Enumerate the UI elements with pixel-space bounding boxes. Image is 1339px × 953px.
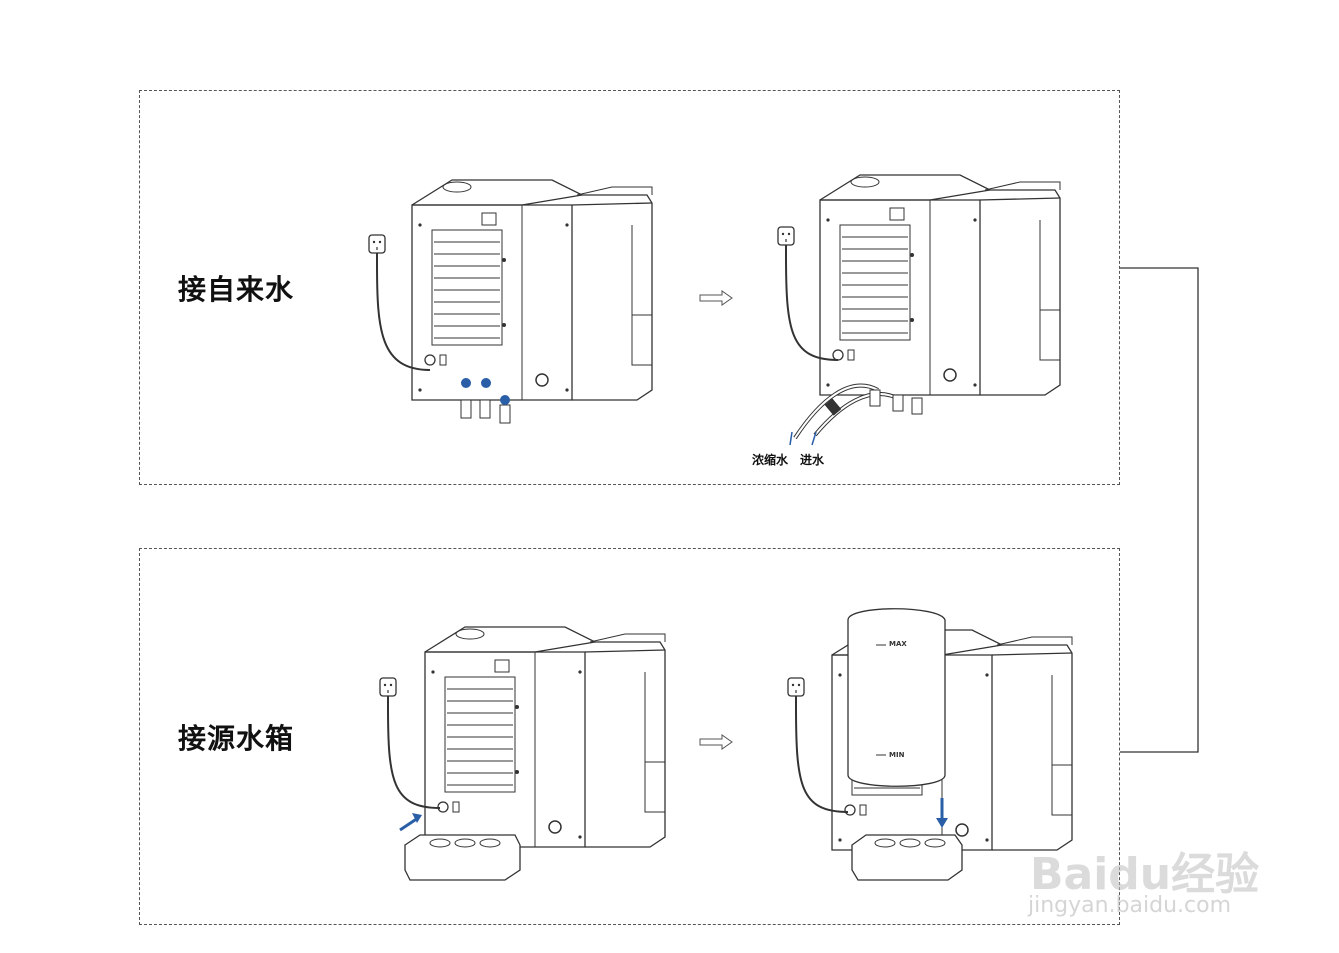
source-tank-panel: [139, 548, 1120, 925]
watermark-url: jingyan.baidu.com: [1028, 893, 1232, 918]
blue-arrow-icon: [789, 431, 793, 446]
machine-bottom-right: [787, 608, 1073, 881]
watermark-logo: Baidu经验: [1030, 849, 1260, 900]
power-plug-icon: [777, 226, 795, 256]
power-plug-icon: [787, 677, 805, 707]
machine-bottom-left: [379, 626, 666, 881]
connector-bracket: [1120, 267, 1199, 753]
blue-arrow-icon: [399, 816, 419, 832]
waste-water-caption: 浓缩水: [752, 453, 789, 467]
tank-min-label: MIN: [889, 751, 905, 759]
inlet-water-caption: 进水: [800, 453, 825, 467]
tap-water-panel: [139, 90, 1120, 485]
power-plug-icon: [379, 677, 397, 707]
power-plug-icon: [368, 234, 386, 264]
tap-water-heading: 接自来水: [178, 273, 295, 306]
arrow-right-icon: [699, 734, 733, 750]
source-tank-heading: 接源水箱: [178, 722, 295, 755]
tank-max-label: MAX: [889, 640, 907, 648]
arrow-right-icon: [699, 290, 733, 306]
machine-top-right: [777, 174, 1061, 446]
connector-icon: [460, 378, 511, 424]
machine-top-left: [368, 179, 653, 424]
